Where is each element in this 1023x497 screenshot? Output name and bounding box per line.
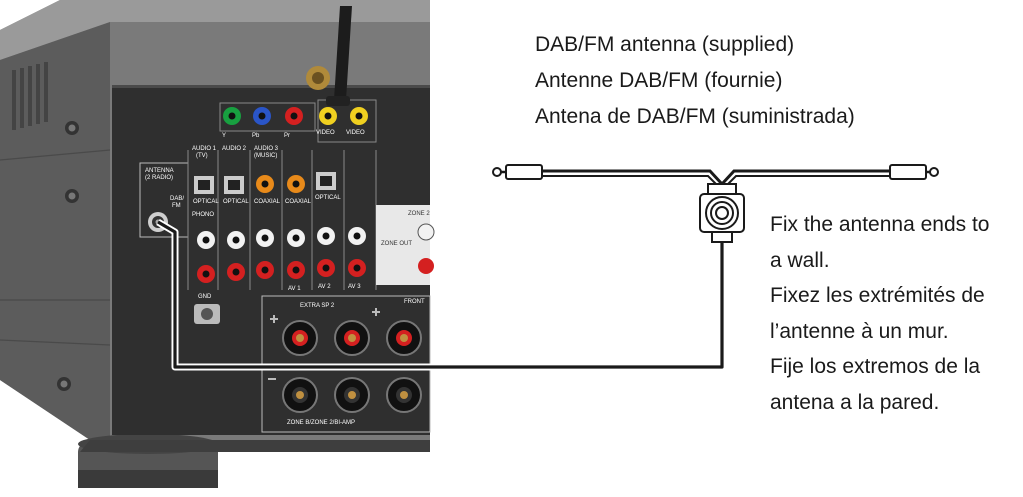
caption-fr: Antenne DAB/FM (fournie)	[535, 69, 783, 92]
gnd-terminal	[194, 304, 220, 324]
fix-es-line2: antena a la pared.	[770, 390, 940, 414]
wireless-antenna	[326, 6, 352, 106]
audio-section: AUDIO 1 (TV) AUDIO 2 AUDIO 3 (MUSIC)	[187, 146, 377, 290]
caption-es: Antena de DAB/FM (suministrada)	[535, 105, 855, 128]
fix-fr-line1: Fixez les extrémités de	[770, 284, 985, 307]
fix-en-line1: Fix the antenna ends to	[770, 213, 990, 236]
fix-antenna-caption: Fix the antenna ends to a wall. Fixez le…	[770, 207, 990, 420]
panel-text-label: COAXIAL	[285, 199, 312, 205]
video-label-2: VIDEO	[346, 130, 365, 136]
antenna-label: ANTENNA	[145, 168, 174, 174]
fix-es-line1: Fije los extremos de la	[770, 355, 981, 378]
antenna-sub-label: (2 RADIO)	[145, 175, 173, 181]
y-label: Y	[222, 133, 226, 139]
pr-label: Pr	[284, 133, 290, 139]
coaxial-jack: COAXIAL	[254, 175, 281, 205]
fix-en-line2: a wall.	[770, 248, 830, 272]
dab-fm-label-2: FM	[172, 203, 181, 209]
panel-text-label: ZONE 2	[408, 211, 430, 217]
av3-label: AV 3	[348, 284, 361, 290]
side-vents	[12, 62, 48, 130]
component-video-jacks: Y Pb Pr	[219, 102, 316, 139]
panel-text-label: OPTICAL	[223, 199, 249, 205]
chassis-screw	[57, 377, 71, 391]
audio1-label: AUDIO 1	[192, 146, 217, 152]
panel-text-label: OPTICAL	[193, 199, 219, 205]
pb-label: Pb	[252, 133, 260, 139]
supplied-antenna-caption: DAB/FM antenna (supplied) Antenne DAB/FM…	[535, 27, 855, 135]
antenna-end-right	[889, 164, 939, 180]
antenna-cable	[156, 218, 726, 371]
antenna-end-left	[492, 164, 543, 180]
video-label-1: VIDEO	[316, 130, 335, 136]
audio3-label: AUDIO 3	[254, 146, 279, 152]
zone-out-block: ZONE 2 ZONE OUT	[376, 205, 435, 285]
dab-fm-label: DAB/	[170, 196, 184, 202]
rear-panel: ANTENNA (2 RADIO) DAB/ FM Y Pb Pr VIDEO …	[112, 6, 435, 435]
antenna-post	[306, 66, 330, 90]
zone-amp-label: ZONE B/ZONE 2/BI-AMP	[287, 420, 355, 426]
rca-jacks-white-row	[197, 227, 366, 249]
fix-fr-line2: l’antenne à un mur.	[770, 319, 949, 343]
phono-label: PHONO	[192, 212, 214, 218]
rca-jacks-red-row	[197, 259, 366, 283]
caption-en: DAB/FM antenna (supplied)	[535, 33, 795, 56]
antenna-connector	[699, 183, 745, 243]
optical-jack: OPTICAL	[193, 176, 219, 205]
audio3-sub-label: (MUSIC)	[254, 153, 277, 159]
chassis-screw	[65, 189, 79, 203]
optical-jack: OPTICAL	[223, 176, 249, 205]
chassis-screw	[65, 121, 79, 135]
front-label: FRONT	[404, 299, 425, 305]
av1-label: AV 1	[288, 286, 301, 292]
av2-label: AV 2	[318, 284, 331, 290]
panel-text-label: ZONE OUT	[381, 241, 412, 247]
coaxial-jack: COAXIAL	[285, 175, 312, 205]
extra-sp-label: EXTRA SP 2	[300, 303, 335, 309]
gnd-label: GND	[198, 294, 212, 300]
audio2-label: AUDIO 2	[222, 146, 247, 152]
audio1-sub-label: (TV)	[196, 153, 208, 159]
panel-text-label: OPTICAL	[315, 195, 341, 201]
optical-jack: OPTICAL	[315, 172, 341, 201]
panel-text-label: COAXIAL	[254, 199, 281, 205]
